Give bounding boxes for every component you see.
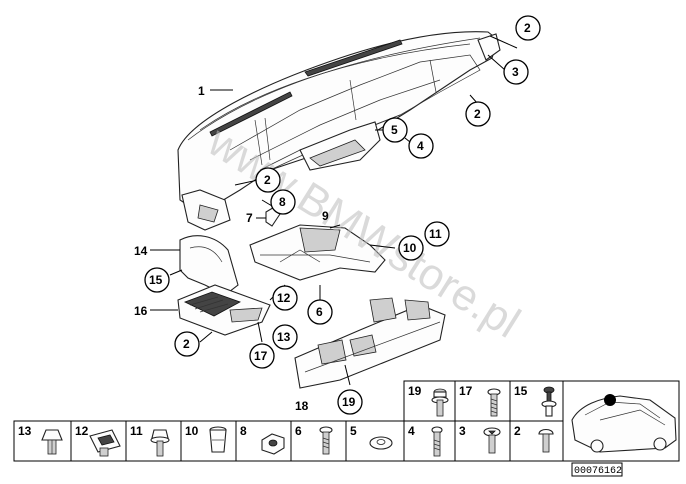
callout-2-left: 2: [174, 331, 200, 357]
callout-5: 5: [382, 117, 408, 143]
callout-18: 18: [295, 399, 309, 413]
svg-text:7: 7: [246, 211, 253, 225]
air-vent-outlet: [177, 284, 271, 336]
svg-text:2: 2: [183, 337, 190, 351]
screw-short-icon: [319, 426, 333, 455]
svg-text:12: 12: [277, 291, 291, 305]
table-num-10: 10: [185, 424, 199, 438]
dashboard-panel: [177, 31, 501, 231]
table-num-17: 17: [459, 384, 473, 398]
center-support-bracket: [249, 224, 386, 281]
svg-text:14: 14: [134, 244, 148, 258]
svg-text:8: 8: [279, 195, 286, 209]
washer-icon: [369, 436, 393, 450]
bolt-collar-icon: [431, 388, 449, 417]
screw-torx-icon: [483, 427, 501, 454]
nut-insert-icon: [209, 426, 227, 453]
callout-13: 13: [272, 324, 298, 350]
svg-text:9: 9: [322, 209, 329, 223]
svg-text:3: 3: [512, 65, 519, 79]
table-num-2: 2: [514, 424, 521, 438]
callout-19: 19: [337, 389, 363, 415]
table-num-4: 4: [408, 424, 415, 438]
callout-17: 17: [249, 343, 275, 369]
svg-text:2: 2: [264, 173, 271, 187]
table-num-5: 5: [350, 424, 357, 438]
image-code: 00076162: [574, 466, 622, 477]
clip-push-icon: [541, 386, 557, 417]
callout-11: 11: [424, 221, 450, 247]
table-num-15: 15: [514, 384, 528, 398]
table-num-19: 19: [408, 384, 422, 398]
svg-text:4: 4: [417, 139, 424, 153]
hex-nut-icon: [261, 433, 285, 455]
callout-2-top-right: 2: [515, 15, 541, 41]
square-nut-clip-icon: [89, 429, 121, 457]
lower-air-duct: [294, 297, 446, 389]
svg-text:1: 1: [198, 84, 205, 98]
svg-text:10: 10: [403, 241, 417, 255]
svg-text:17: 17: [254, 349, 268, 363]
screw-long-icon: [487, 388, 501, 417]
table-num-8: 8: [240, 424, 247, 438]
fastener-table: 19 17 15 13 12 11 10 8 6 5 4 3 2: [13, 380, 680, 477]
svg-text:5: 5: [391, 123, 398, 137]
callout-14: 14: [134, 244, 148, 258]
footwell-trim: [179, 235, 239, 296]
svg-text:18: 18: [295, 399, 309, 413]
callout-16: 16: [134, 304, 148, 318]
expanding-rivet-icon: [41, 429, 63, 455]
callout-2-center: 2: [255, 167, 281, 193]
screw-medium-icon: [431, 426, 443, 457]
svg-text:6: 6: [316, 305, 323, 319]
callout-6: 6: [307, 299, 333, 325]
table-num-11: 11: [130, 424, 143, 438]
callout-7: 7: [246, 211, 253, 225]
table-num-6: 6: [295, 424, 302, 438]
svg-text:13: 13: [277, 330, 291, 344]
callout-10: 10: [398, 235, 424, 261]
callout-8: 8: [270, 189, 296, 215]
svg-text:11: 11: [429, 227, 442, 241]
svg-text:2: 2: [524, 21, 531, 35]
callout-9: 9: [322, 209, 329, 223]
callout-3: 3: [503, 59, 529, 85]
callout-2-right: 2: [465, 101, 491, 127]
svg-text:2: 2: [474, 107, 481, 121]
callout-12: 12: [272, 285, 298, 311]
svg-text:19: 19: [342, 395, 356, 409]
screw-pan-icon: [538, 428, 554, 453]
svg-text:15: 15: [149, 273, 163, 287]
car-location-icon: [571, 394, 677, 453]
table-num-3: 3: [459, 424, 466, 438]
table-num-12: 12: [75, 424, 89, 438]
table-num-13: 13: [18, 424, 32, 438]
svg-text:16: 16: [134, 304, 148, 318]
callout-4: 4: [408, 133, 434, 159]
bolt-flange-icon: [150, 429, 170, 457]
callout-15: 15: [144, 267, 170, 293]
callout-1: 1: [198, 84, 205, 98]
